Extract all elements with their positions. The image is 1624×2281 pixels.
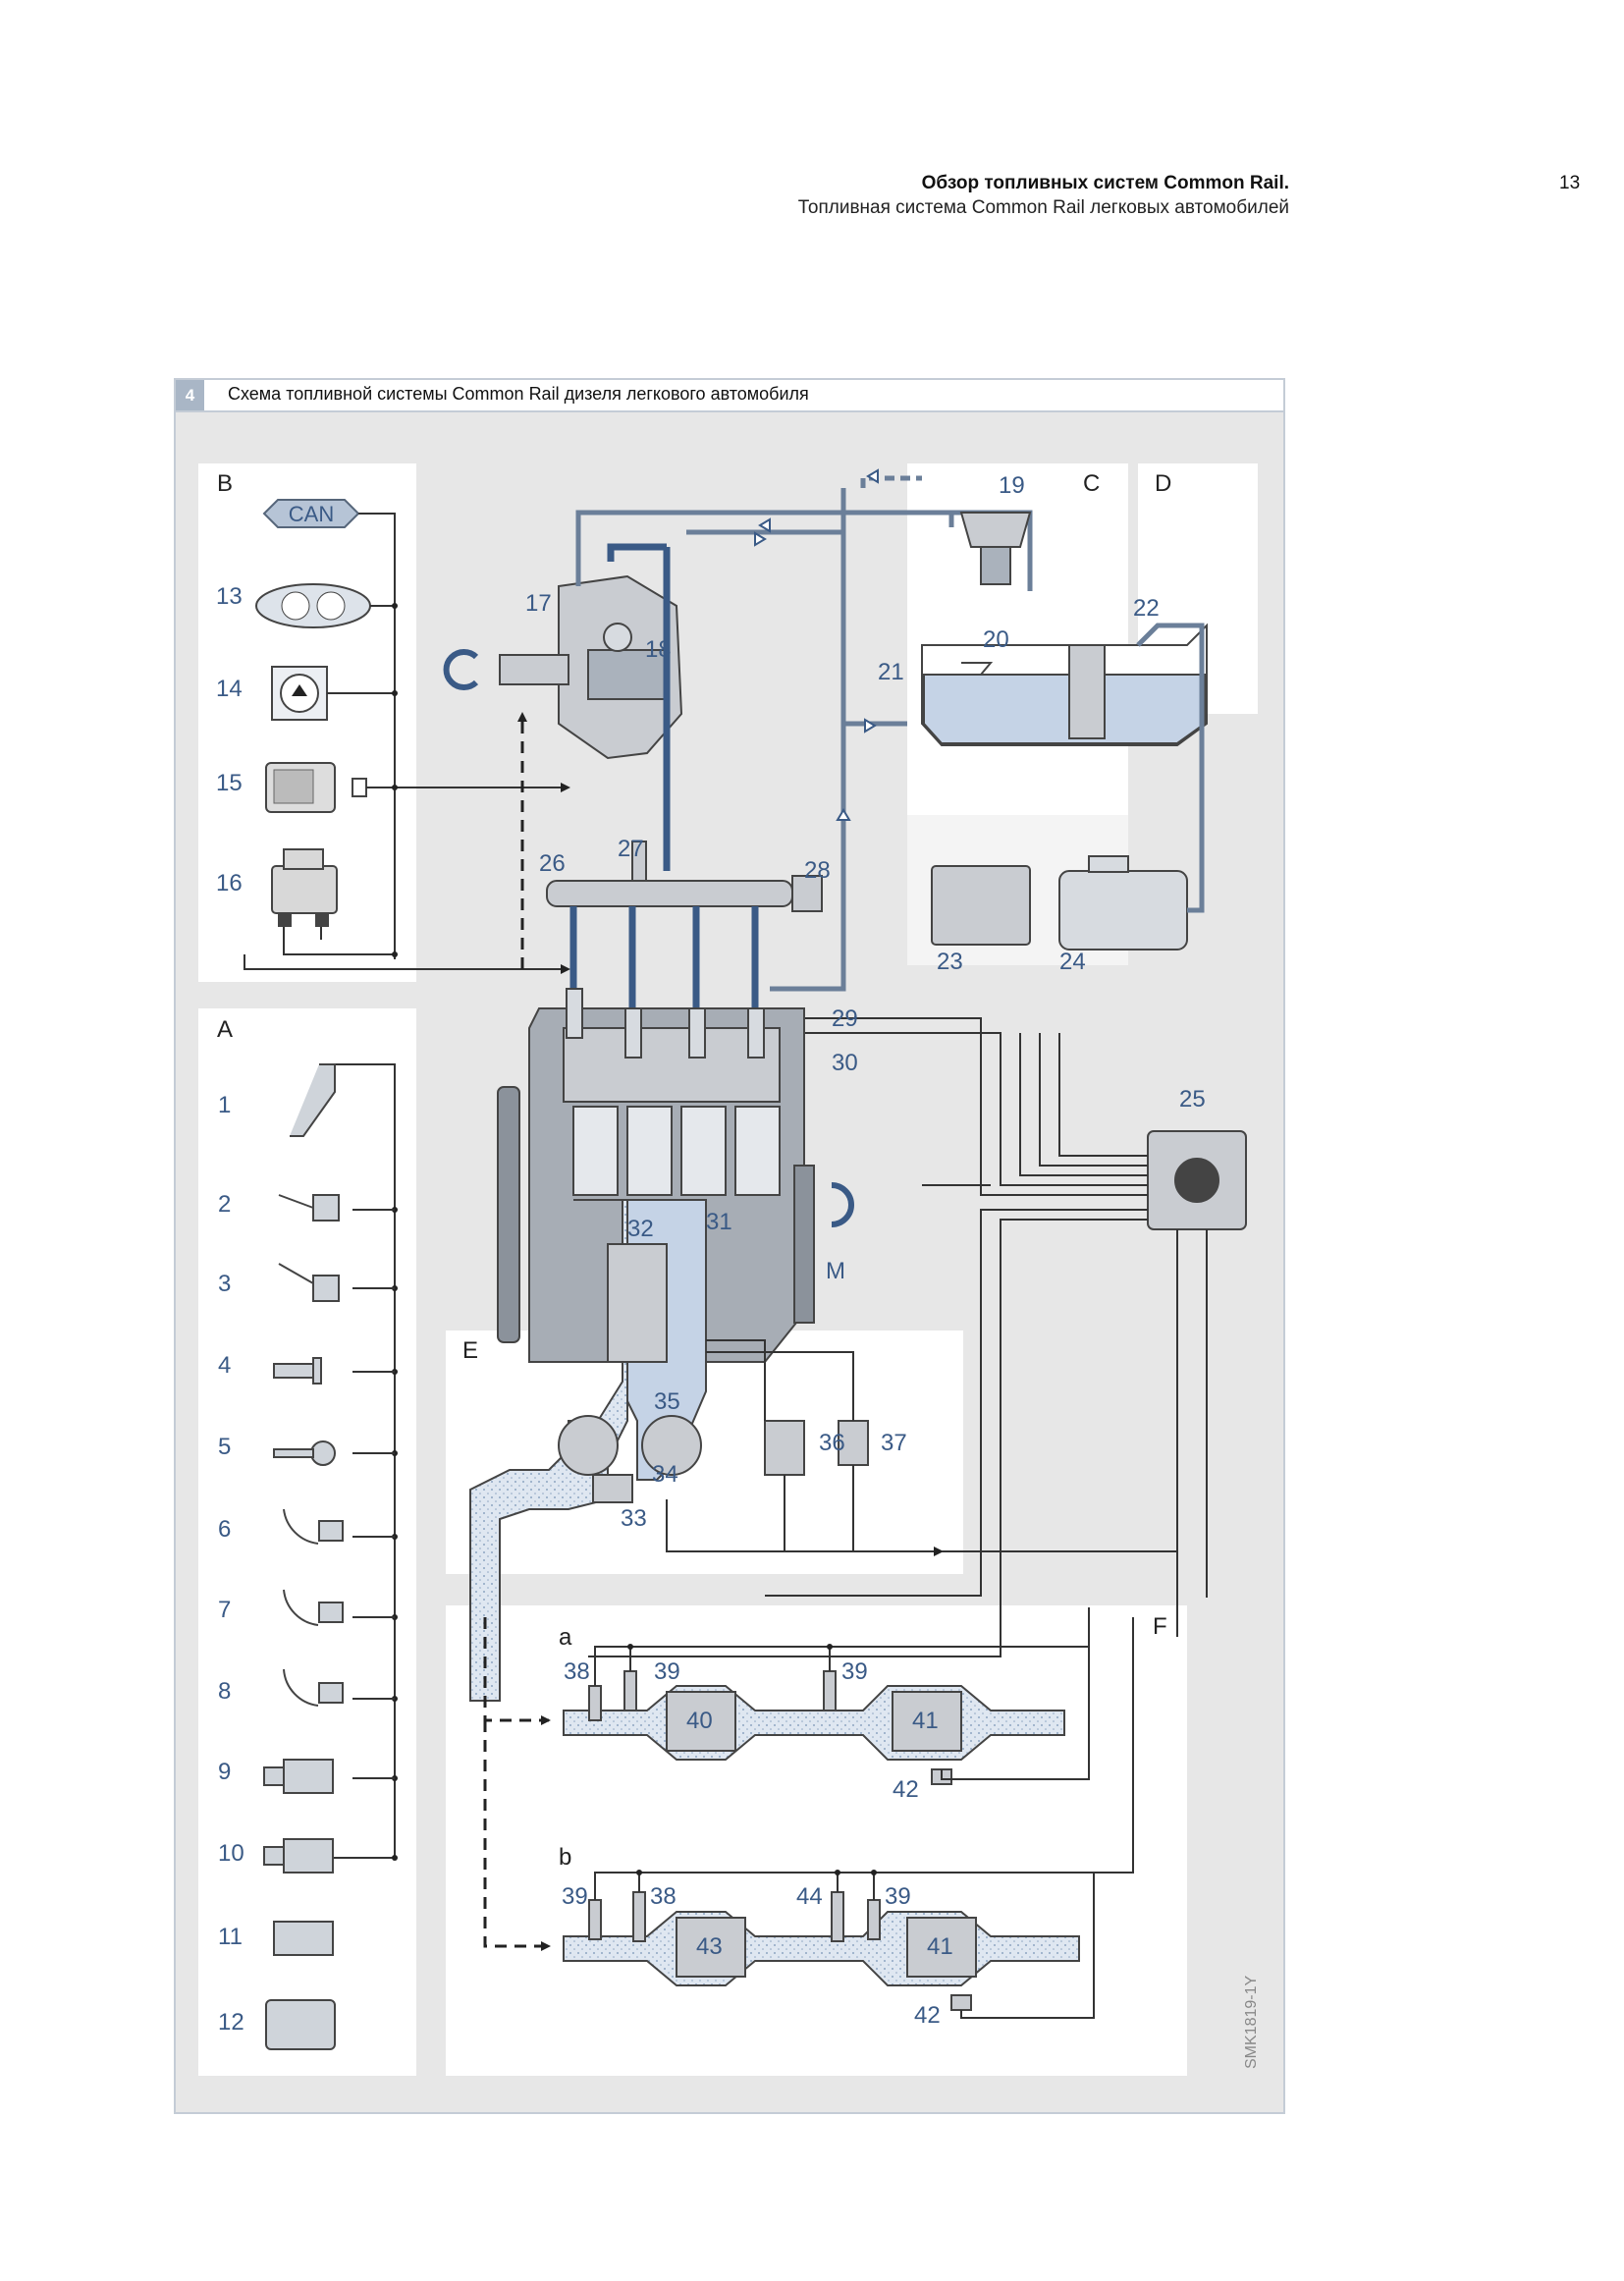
svg-text:1: 1	[218, 1092, 231, 1118]
module-16	[271, 865, 338, 914]
fuel-system-diagram: B A C D E F CAN 13 14 15 16	[198, 463, 1260, 2076]
section-a-label: A	[217, 1016, 233, 1043]
svg-text:8: 8	[218, 1678, 231, 1705]
high-pressure-lines	[569, 543, 759, 1008]
svg-text:39: 39	[654, 1658, 680, 1685]
page-header-subtitle: Топливная система Common Rail легковых а…	[797, 197, 1289, 218]
figure-caption-bar: 4 Схема топливной системы Common Rail ди…	[176, 380, 1283, 412]
svg-text:21: 21	[878, 659, 904, 685]
svg-text:12: 12	[218, 2009, 244, 2036]
svg-text:23: 23	[937, 949, 963, 975]
svg-text:29: 29	[832, 1005, 858, 1032]
canister-24	[1058, 855, 1188, 950]
engine-block	[497, 1007, 815, 1363]
section-d-label: D	[1155, 470, 1171, 497]
svg-text:20: 20	[983, 626, 1009, 653]
svg-text:28: 28	[804, 857, 831, 884]
svg-text:30: 30	[832, 1050, 858, 1076]
variant-a-label: a	[559, 1624, 572, 1651]
fuel-filter-19	[959, 512, 1032, 585]
svg-text:26: 26	[539, 850, 566, 877]
svg-text:3: 3	[218, 1271, 231, 1297]
svg-text:42: 42	[914, 2002, 941, 2029]
svg-text:24: 24	[1059, 949, 1086, 975]
catalyst-40	[666, 1691, 736, 1752]
svg-text:41: 41	[912, 1708, 939, 1734]
ecu-25	[1147, 1130, 1247, 1230]
svg-text:2: 2	[218, 1191, 231, 1218]
figure-number: 4	[176, 380, 204, 410]
svg-text:16: 16	[216, 870, 243, 896]
sensor-icons-a	[263, 1063, 344, 2050]
page-number: 13	[1559, 173, 1581, 193]
particulate-filter-41a	[892, 1691, 962, 1752]
svg-text:33: 33	[621, 1505, 647, 1532]
svg-text:5: 5	[218, 1434, 231, 1460]
svg-text:13: 13	[216, 583, 243, 610]
svg-text:7: 7	[218, 1597, 231, 1623]
common-rail	[546, 841, 823, 912]
ecu-wiring	[588, 1017, 1208, 1657]
figure: 4 Схема топливной системы Common Rail ди…	[174, 378, 1285, 2114]
variant-b-label: b	[559, 1844, 571, 1871]
svg-text:17: 17	[525, 590, 552, 617]
svg-text:11: 11	[218, 1924, 243, 1950]
svg-text:43: 43	[696, 1933, 723, 1960]
svg-text:42: 42	[893, 1776, 919, 1803]
high-pressure-pump	[499, 574, 683, 760]
svg-text:39: 39	[841, 1658, 868, 1685]
section-e-label: E	[462, 1337, 478, 1364]
catalyst-43	[676, 1917, 746, 1978]
svg-text:22: 22	[1133, 595, 1160, 622]
section-f-label: F	[1153, 1613, 1167, 1640]
svg-text:14: 14	[216, 676, 243, 702]
egr-valve-32	[607, 1243, 668, 1363]
svg-text:27: 27	[618, 836, 644, 862]
figure-caption: Схема топливной системы Common Rail дизе…	[228, 384, 809, 404]
turbocharger-33-34	[558, 1415, 702, 1503]
svg-text:37: 37	[881, 1430, 907, 1456]
svg-text:39: 39	[562, 1883, 588, 1910]
svg-text:6: 6	[218, 1516, 231, 1543]
instrument-cluster-13	[255, 583, 371, 628]
engine-rotation-arrow	[831, 1182, 854, 1227]
svg-text:38: 38	[650, 1883, 677, 1910]
svg-text:31: 31	[706, 1209, 732, 1235]
svg-text:15: 15	[216, 770, 243, 796]
svg-text:25: 25	[1179, 1086, 1206, 1113]
svg-text:36: 36	[819, 1430, 845, 1456]
svg-text:40: 40	[686, 1708, 713, 1734]
page-header-title: Обзор топливных систем Common Rail.	[921, 173, 1289, 193]
can-label: CAN	[289, 502, 334, 526]
section-c-label: C	[1083, 470, 1100, 497]
svg-text:9: 9	[218, 1759, 231, 1785]
pump-23	[931, 865, 1031, 946]
svg-text:19: 19	[999, 472, 1025, 499]
panel-a	[198, 1008, 416, 2076]
svg-text:35: 35	[654, 1388, 680, 1415]
svg-text:34: 34	[652, 1461, 678, 1488]
svg-text:38: 38	[564, 1658, 590, 1685]
pump-rotation-arrow	[443, 649, 479, 690]
section-b-label: B	[217, 470, 233, 497]
svg-text:44: 44	[796, 1883, 823, 1910]
injectors	[566, 988, 765, 1059]
svg-text:39: 39	[885, 1883, 911, 1910]
fuel-tank	[921, 623, 1208, 746]
svg-text:41: 41	[927, 1933, 953, 1960]
engine-rotation-label: M	[826, 1258, 845, 1284]
figure-credit: SMK1819-1Y	[1243, 1976, 1260, 2069]
panel-f	[446, 1605, 1187, 2076]
particulate-filter-41b	[906, 1917, 977, 1978]
svg-text:4: 4	[218, 1352, 231, 1379]
svg-text:10: 10	[218, 1840, 244, 1867]
svg-text:32: 32	[627, 1216, 654, 1242]
